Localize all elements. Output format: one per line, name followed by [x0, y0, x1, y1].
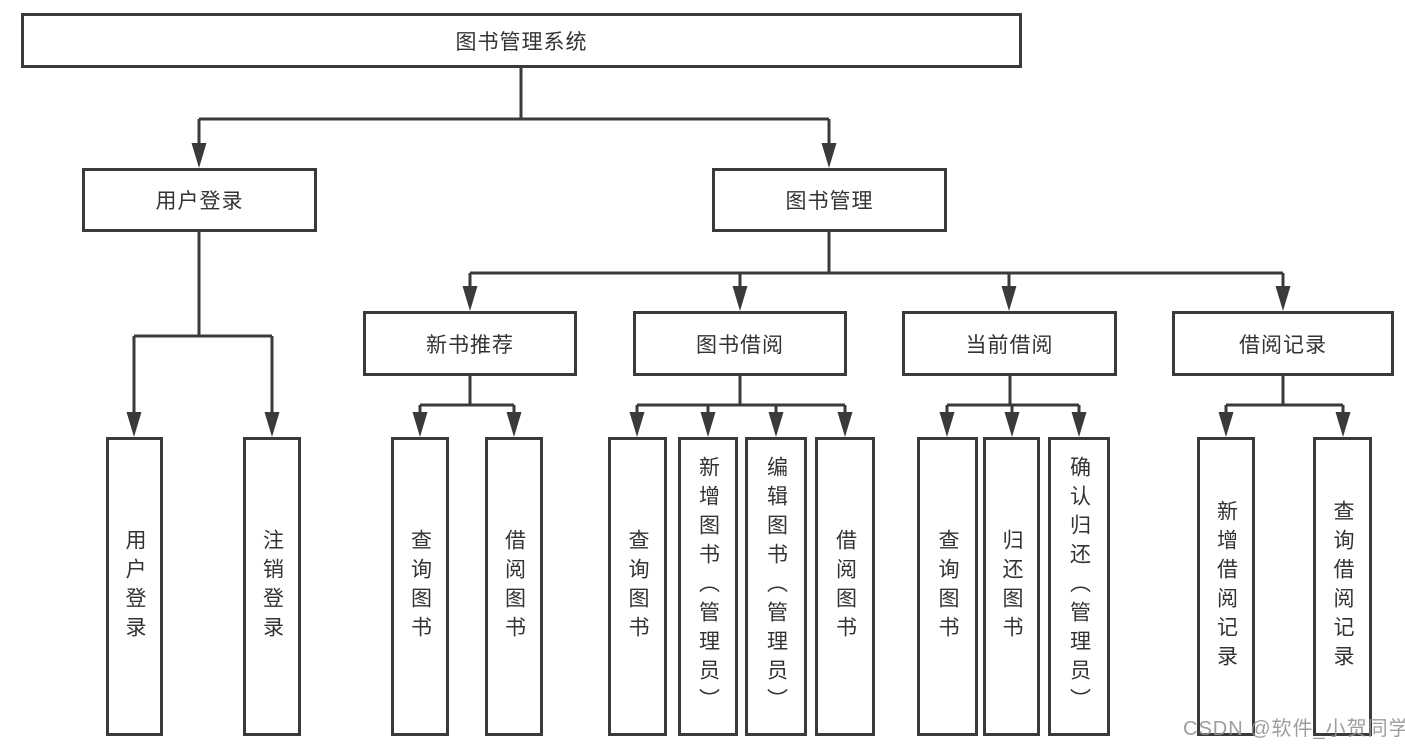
arrowhead-down-icon: [1335, 412, 1351, 437]
leaf-edit-book-admin-label: 编辑图书（管理员）: [764, 456, 788, 717]
leaf-query-books-current: 查询图书: [917, 437, 978, 736]
leaf-confirm-return-admin: 确认归还（管理员）: [1048, 437, 1110, 736]
leaf-query-books-recommend: 查询图书: [391, 437, 449, 736]
node-book-borrow: 图书借阅: [633, 311, 847, 376]
arrowhead-down-icon: [462, 286, 478, 311]
leaf-edit-book-admin: 编辑图书（管理员）: [745, 437, 807, 736]
node-book-management-label: 图书管理: [785, 190, 874, 213]
leaf-borrow-books-recommend: 借阅图书: [485, 437, 543, 736]
arrowhead-down-icon: [1218, 412, 1234, 437]
leaf-add-book-admin-label: 新增图书（管理员）: [696, 456, 720, 717]
leaf-query-borrow-record: 查询借阅记录: [1313, 437, 1372, 736]
node-library-system: 图书管理系统: [21, 13, 1022, 68]
leaf-query-borrow-record-label: 查询借阅记录: [1331, 499, 1355, 674]
node-user-login-label: 用户登录: [155, 190, 244, 213]
leaf-query-books-recommend-label: 查询图书: [408, 528, 432, 645]
leaf-add-book-admin: 新增图书（管理员）: [678, 437, 738, 736]
arrowhead-down-icon: [412, 412, 428, 437]
arrowhead-down-icon: [837, 412, 853, 437]
arrowhead-down-icon: [629, 412, 645, 437]
arrowhead-down-icon: [126, 412, 142, 437]
leaf-confirm-return-admin-label: 确认归还（管理员）: [1067, 456, 1091, 717]
leaf-add-borrow-record-label: 新增借阅记录: [1214, 499, 1238, 674]
watermark: CSDN @软件_小贺同学: [1183, 718, 1405, 740]
arrowhead-down-icon: [768, 412, 784, 437]
leaf-return-book-label: 归还图书: [1000, 528, 1024, 645]
leaf-return-book: 归还图书: [983, 437, 1040, 736]
leaf-query-books-borrow-label: 查询图书: [626, 528, 650, 645]
arrowhead-down-icon: [1275, 286, 1291, 311]
leaf-user-login-label: 用户登录: [123, 528, 147, 645]
arrowhead-down-icon: [732, 286, 748, 311]
node-book-management: 图书管理: [712, 168, 947, 232]
leaf-user-login: 用户登录: [106, 437, 163, 736]
arrowhead-down-icon: [264, 412, 280, 437]
leaf-borrow-books-borrow: 借阅图书: [815, 437, 875, 736]
node-current-borrow-label: 当前借阅: [965, 333, 1054, 357]
leaf-borrow-books-recommend-label: 借阅图书: [502, 528, 526, 645]
node-current-borrow: 当前借阅: [902, 311, 1117, 376]
node-new-book-recommend: 新书推荐: [363, 311, 577, 376]
leaf-query-books-current-label: 查询图书: [936, 528, 960, 645]
arrowhead-down-icon: [191, 143, 207, 168]
arrowhead-down-icon: [1001, 286, 1017, 311]
leaf-add-borrow-record: 新增借阅记录: [1197, 437, 1255, 736]
leaf-query-books-borrow: 查询图书: [608, 437, 667, 736]
arrowhead-down-icon: [821, 143, 837, 168]
leaf-logout: 注销登录: [243, 437, 301, 736]
node-library-system-label: 图书管理系统: [455, 30, 588, 54]
node-book-borrow-label: 图书借阅: [696, 333, 784, 357]
arrowhead-down-icon: [1004, 412, 1020, 437]
leaf-borrow-books-borrow-label: 借阅图书: [833, 528, 857, 645]
node-user-login: 用户登录: [82, 168, 317, 232]
node-borrow-records-label: 借阅记录: [1239, 333, 1327, 357]
arrowhead-down-icon: [939, 412, 955, 437]
node-new-book-recommend-label: 新书推荐: [426, 333, 514, 357]
arrowhead-down-icon: [1071, 412, 1087, 437]
arrowhead-down-icon: [506, 412, 522, 437]
leaf-logout-label: 注销登录: [260, 528, 284, 645]
arrowhead-down-icon: [700, 412, 716, 437]
node-borrow-records: 借阅记录: [1172, 311, 1394, 376]
